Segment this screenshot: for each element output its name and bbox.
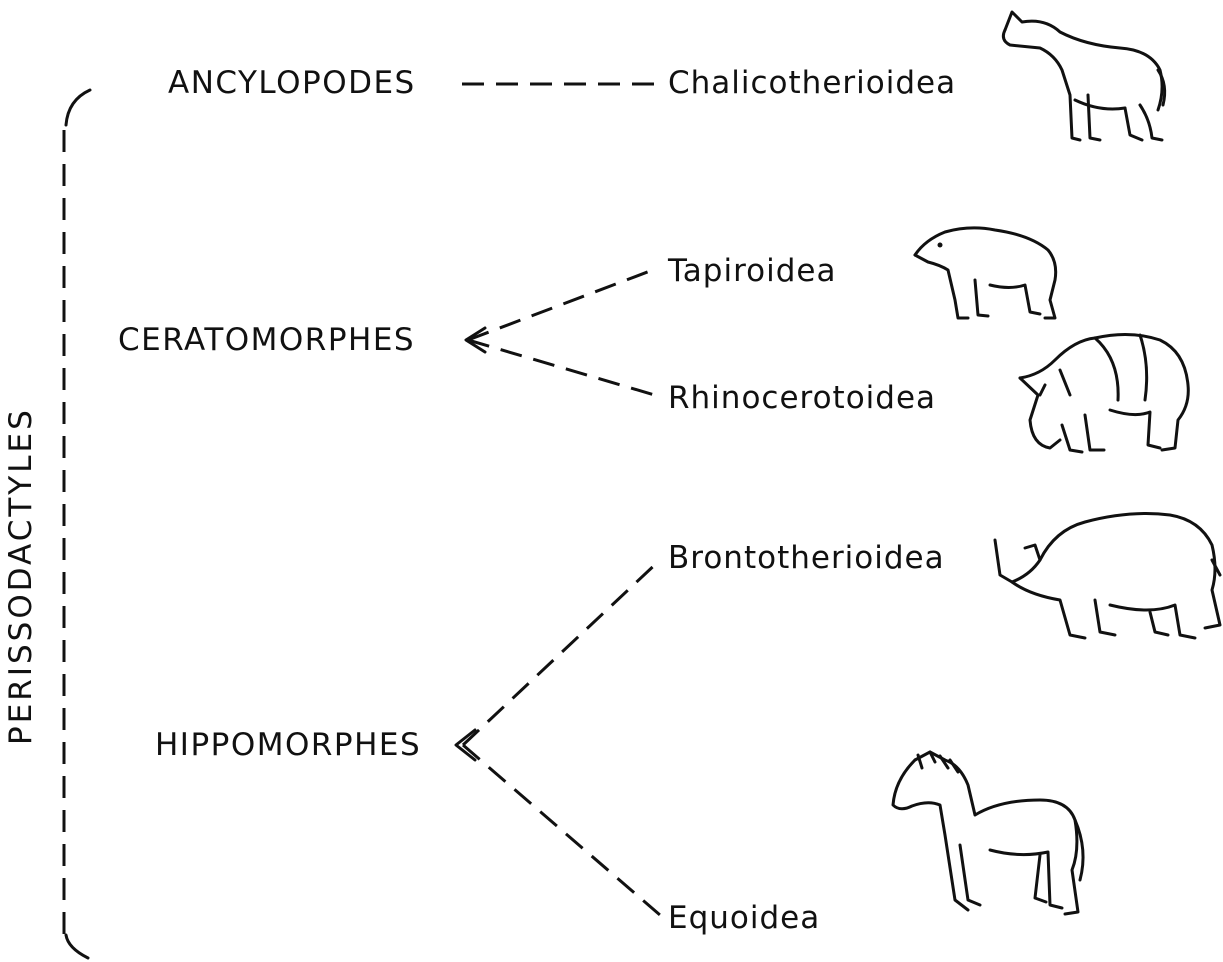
taxon-label-chalicotherioidea: Chalicotherioidea bbox=[668, 68, 956, 99]
connector-hippomorphes-brontotherioidea bbox=[463, 560, 660, 745]
order-bracket bbox=[64, 90, 90, 958]
taxon-label-tapiroidea: Tapiroidea bbox=[668, 256, 836, 287]
taxon-label-rhinocerotoidea: Rhinocerotoidea bbox=[668, 383, 936, 414]
order-label-text: PERISSODACTYLES bbox=[6, 407, 37, 745]
brontothere-drawing bbox=[995, 514, 1220, 638]
connector-ceratomorphes-rhinocerotoidea bbox=[468, 340, 658, 396]
tapir-drawing bbox=[915, 228, 1056, 318]
group-label-hippomorphes: HIPPOMORPHES bbox=[155, 730, 421, 761]
group-label-ceratomorphes: CERATOMORPHES bbox=[118, 325, 415, 356]
connector-ceratomorphes-tapiroidea bbox=[468, 268, 658, 340]
taxon-label-equoidea: Equoidea bbox=[668, 903, 820, 934]
chalicothere-drawing bbox=[1003, 12, 1164, 140]
horse-drawing bbox=[893, 752, 1083, 914]
rhinoceros-drawing bbox=[1020, 334, 1188, 452]
taxon-label-brontotherioidea: Brontotherioidea bbox=[668, 543, 945, 574]
connector-hippomorphes-equoidea bbox=[463, 745, 660, 915]
group-label-ancylopodes: ANCYLOPODES bbox=[168, 68, 416, 99]
